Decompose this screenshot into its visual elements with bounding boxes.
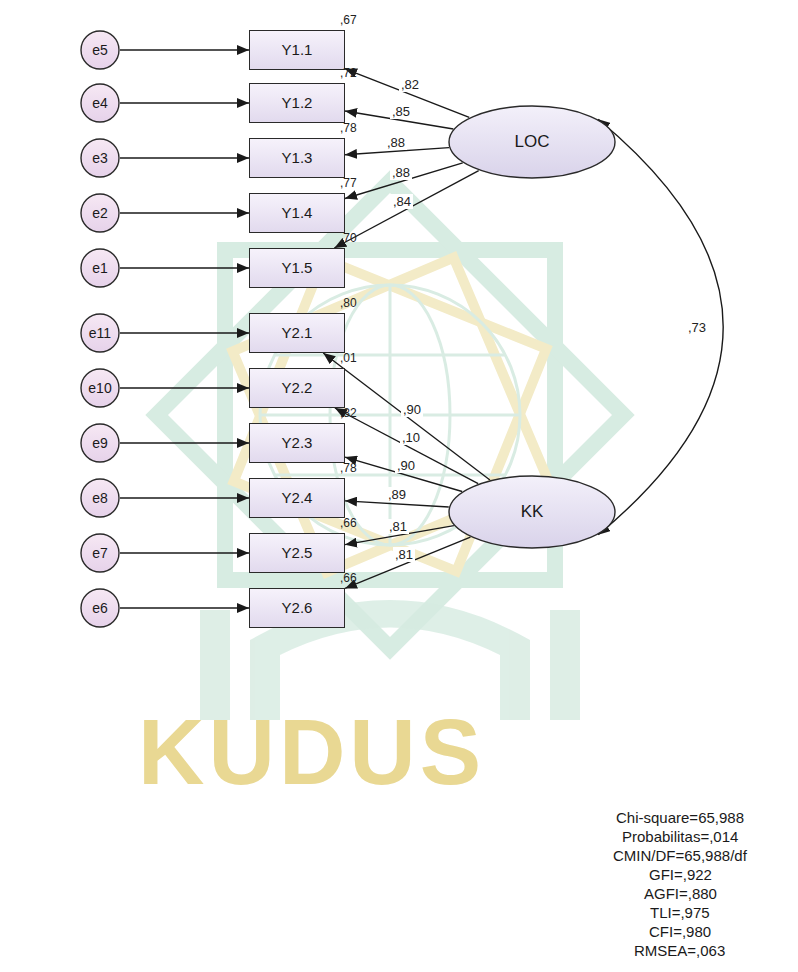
r-square-value: ,82 [340,406,357,420]
indicator-box: Y1.1,67 [249,30,345,70]
coefficient-label: ,81 [393,547,415,562]
error-name: e11 [80,313,120,353]
latent-name: LOC [448,105,616,179]
r-square-value: ,67 [340,13,357,27]
indicator-box: Y2.3,82 [249,423,345,463]
r-square-value: ,70 [340,231,357,245]
path-arrow [120,607,249,608]
path-arrow [345,537,470,588]
fit-statistic: Probabilitas=,014 [622,827,738,846]
error-name: e1 [80,248,120,288]
r-square-value: ,78 [340,121,357,135]
indicator-box: Y1.2,72 [249,83,345,123]
indicator-name: Y2.3 [250,424,344,461]
indicator-box: Y1.5,70 [249,248,345,288]
indicator-box: Y2.1,80 [249,313,345,353]
error-circle: e1 [80,248,120,288]
fit-statistic: GFI=,922 [649,865,712,884]
indicator-box: Y2.2,01 [249,368,345,408]
r-square-value: ,80 [340,296,357,310]
path-arrow [120,442,249,443]
error-circle: e4 [80,83,120,123]
error-name: e2 [80,193,120,233]
watermark-text: KUDUS [138,700,485,805]
error-circle: e8 [80,478,120,518]
coefficient-label: ,81 [387,519,409,534]
path-arrow [120,332,249,333]
r-square-value: ,66 [340,571,357,585]
error-name: e7 [80,533,120,573]
path-arrow [120,552,249,553]
indicator-name: Y2.1 [250,314,344,351]
r-square-value: ,77 [340,176,357,190]
indicator-name: Y1.1 [250,31,344,68]
r-square-value: ,72 [340,66,357,80]
error-circle: e11 [80,313,120,353]
fit-statistic: AGFI=,880 [644,884,717,903]
error-circle: e2 [80,193,120,233]
error-circle: e7 [80,533,120,573]
latent-name: KK [448,475,616,549]
fit-statistic: CFI=,980 [649,922,711,941]
path-arrow [120,387,249,388]
fit-statistic: Chi-square=65,988 [616,808,744,827]
indicator-box: Y2.5,66 [249,533,345,573]
path-arrow [334,171,478,248]
error-name: e10 [80,368,120,408]
error-circle: e10 [80,368,120,408]
coefficient-label: ,89 [386,487,408,502]
coefficient-label: ,90 [395,458,417,473]
coefficient-label: ,85 [390,104,412,119]
coefficient-label: ,82 [399,77,421,92]
path-arrow [323,353,490,480]
r-square-value: ,78 [340,461,357,475]
indicator-name: Y1.4 [250,194,344,231]
indicator-name: Y2.6 [250,589,344,626]
indicator-name: Y1.5 [250,249,344,286]
error-circle: e9 [80,423,120,463]
coefficient-label: ,88 [390,165,412,180]
coefficient-label: ,84 [391,194,413,209]
coefficient-label: ,73 [686,320,708,335]
error-circle: e3 [80,138,120,178]
error-circle: e6 [80,588,120,628]
error-name: e4 [80,83,120,123]
latent-ellipse: LOC [448,105,616,179]
correlation-arrow [598,119,723,535]
path-arrow [120,267,249,268]
indicator-box: Y2.4,78 [249,478,345,518]
latent-ellipse: KK [448,475,616,549]
indicator-name: Y1.3 [250,139,344,176]
error-circle: e5 [80,30,120,70]
indicator-name: Y2.5 [250,534,344,571]
fit-statistic: RMSEA=,063 [634,941,725,960]
indicator-box: Y1.4,77 [249,193,345,233]
coefficient-label: ,88 [385,135,407,150]
path-arrow [120,102,249,103]
r-square-value: ,66 [340,516,357,530]
path-arrow [120,157,249,158]
path-arrow [120,212,249,213]
path-arrow [120,49,249,50]
path-arrow [120,497,249,498]
error-name: e9 [80,423,120,463]
indicator-name: Y2.2 [250,369,344,406]
fit-statistic: CMIN/DF=65,988/df [613,846,747,865]
fit-statistic: TLI=,975 [650,903,710,922]
coefficient-label: ,90 [401,402,423,417]
indicator-box: Y2.6,66 [249,588,345,628]
error-name: e6 [80,588,120,628]
error-name: e3 [80,138,120,178]
indicator-name: Y1.2 [250,84,344,121]
error-name: e8 [80,478,120,518]
error-name: e5 [80,30,120,70]
r-square-value: ,01 [340,351,357,365]
coefficient-label: ,10 [400,430,422,445]
indicator-box: Y1.3,78 [249,138,345,178]
indicator-name: Y2.4 [250,479,344,516]
